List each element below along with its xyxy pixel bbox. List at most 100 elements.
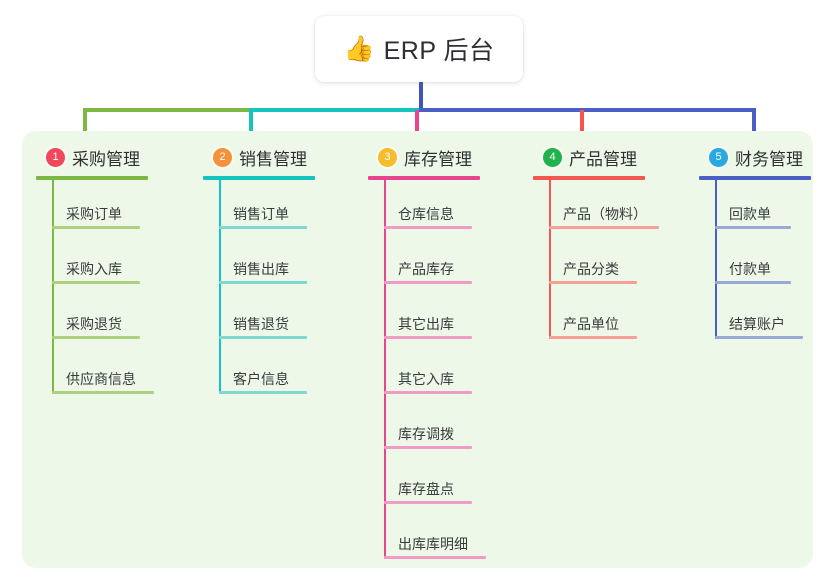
branch-item-label: 产品库存 [398, 261, 454, 277]
bus-segment-right [419, 108, 756, 112]
branch-item[interactable]: 库存盘点 [368, 455, 480, 510]
branch-item[interactable]: 仓库信息 [368, 180, 480, 235]
branch-item-rule [384, 446, 472, 449]
branch-item-rule [52, 226, 140, 229]
branch-item[interactable]: 采购退货 [36, 290, 148, 345]
branch-item[interactable]: 其它出库 [368, 290, 480, 345]
branch-item-label: 销售出库 [233, 261, 289, 277]
branch-number-badge: 5 [709, 148, 728, 167]
branch-item-label: 出库库明细 [398, 536, 468, 552]
branch-item[interactable]: 供应商信息 [36, 345, 154, 400]
branch-item-list: 采购订单采购入库采购退货供应商信息 [36, 180, 154, 400]
root-node-card[interactable]: 👍 ERP 后台 [315, 16, 523, 82]
branch-column-5: 5 财务管理回款单付款单结算账户 [699, 145, 811, 345]
branch-item[interactable]: 产品（物料） [533, 180, 659, 235]
branch-header-1[interactable]: 1 采购管理 [36, 145, 148, 170]
branch-title: 财务管理 [735, 150, 803, 169]
branch-spine [219, 180, 221, 394]
branch-item-list: 销售订单销售出库销售退货客户信息 [203, 180, 315, 400]
branch-item[interactable]: 产品分类 [533, 235, 645, 290]
branch-item-label: 付款单 [729, 261, 771, 277]
branch-item-rule [384, 281, 472, 284]
branch-item[interactable]: 销售退货 [203, 290, 315, 345]
branch-item[interactable]: 出库库明细 [368, 510, 486, 565]
branch-item-label: 销售退货 [233, 316, 289, 332]
branch-item-label: 回款单 [729, 206, 771, 222]
branch-item-rule [715, 226, 791, 229]
drop-connector-4 [580, 110, 584, 148]
branch-number-badge: 1 [46, 148, 65, 167]
drop-connector-2 [249, 110, 253, 148]
branch-item[interactable]: 产品库存 [368, 235, 480, 290]
branch-spine [52, 180, 54, 394]
branch-header-3[interactable]: 3 库存管理 [368, 145, 480, 170]
bus-segment-mid [249, 108, 421, 112]
branch-item-rule [384, 556, 486, 559]
branch-item-label: 采购订单 [66, 206, 122, 222]
branch-item-rule [52, 391, 154, 394]
branch-item[interactable]: 结算账户 [699, 290, 811, 345]
branch-header-rule [533, 176, 645, 180]
branch-column-1: 1 采购管理采购订单采购入库采购退货供应商信息 [36, 145, 154, 400]
branch-spine [715, 180, 717, 339]
branch-header-5[interactable]: 5 财务管理 [699, 145, 811, 170]
branch-item-label: 客户信息 [233, 371, 289, 387]
branch-number-badge: 4 [543, 148, 562, 167]
branch-number-badge: 2 [213, 148, 232, 167]
branch-item-rule [384, 226, 472, 229]
branch-item-rule [715, 336, 803, 339]
branch-item-label: 其它入库 [398, 371, 454, 387]
branch-item-rule [52, 281, 140, 284]
branch-item-rule [219, 226, 307, 229]
thumbs-up-icon: 👍 [343, 34, 375, 63]
branch-title: 产品管理 [569, 150, 637, 169]
branch-item-label: 仓库信息 [398, 206, 454, 222]
branch-item[interactable]: 付款单 [699, 235, 811, 290]
branch-item-label: 其它出库 [398, 316, 454, 332]
branch-item[interactable]: 采购订单 [36, 180, 148, 235]
branch-item-rule [715, 281, 791, 284]
branch-header-rule [203, 176, 315, 180]
branch-item-rule [549, 336, 637, 339]
branch-item-label: 产品分类 [563, 261, 619, 277]
branch-item-label: 采购退货 [66, 316, 122, 332]
branch-header-rule [699, 176, 811, 180]
branch-item-rule [549, 226, 659, 229]
branch-item-label: 产品（物料） [563, 206, 647, 222]
branches-panel [22, 131, 813, 568]
root-node-title: ERP 后台 [383, 37, 495, 65]
branch-item[interactable]: 回款单 [699, 180, 811, 235]
branch-number-badge: 3 [378, 148, 397, 167]
branch-item-label: 库存盘点 [398, 481, 454, 497]
branch-column-2: 2 销售管理销售订单销售出库销售退货客户信息 [203, 145, 315, 400]
branch-item[interactable]: 库存调拨 [368, 400, 480, 455]
branch-item-rule [549, 281, 637, 284]
branch-title: 库存管理 [404, 150, 472, 169]
branch-header-2[interactable]: 2 销售管理 [203, 145, 315, 170]
branch-title: 销售管理 [239, 150, 307, 169]
branch-item-list: 仓库信息产品库存其它出库其它入库库存调拨库存盘点出库库明细 [368, 180, 486, 565]
root-stem-connector [419, 82, 423, 111]
branch-item[interactable]: 采购入库 [36, 235, 148, 290]
branch-item-rule [219, 281, 307, 284]
branch-item-rule [384, 501, 472, 504]
branch-header-4[interactable]: 4 产品管理 [533, 145, 645, 170]
branch-header-rule [368, 176, 480, 180]
branch-item-rule [384, 336, 472, 339]
branch-item-list: 回款单付款单结算账户 [699, 180, 811, 345]
branch-item[interactable]: 产品单位 [533, 290, 645, 345]
branch-column-4: 4 产品管理产品（物料） 产品分类产品单位 [533, 145, 659, 345]
branch-spine [549, 180, 551, 339]
branch-item[interactable]: 销售订单 [203, 180, 315, 235]
branch-spine [384, 180, 386, 559]
branch-item-rule [384, 391, 472, 394]
branch-item[interactable]: 客户信息 [203, 345, 315, 400]
branch-item-label: 结算账户 [729, 316, 785, 332]
branch-item[interactable]: 其它入库 [368, 345, 480, 400]
branch-title: 采购管理 [72, 150, 140, 169]
branch-item[interactable]: 销售出库 [203, 235, 315, 290]
branch-column-3: 3 库存管理仓库信息产品库存其它出库其它入库库存调拨库存盘点出库库明细 [368, 145, 486, 565]
branch-item-label: 库存调拨 [398, 426, 454, 442]
branch-item-rule [52, 336, 140, 339]
